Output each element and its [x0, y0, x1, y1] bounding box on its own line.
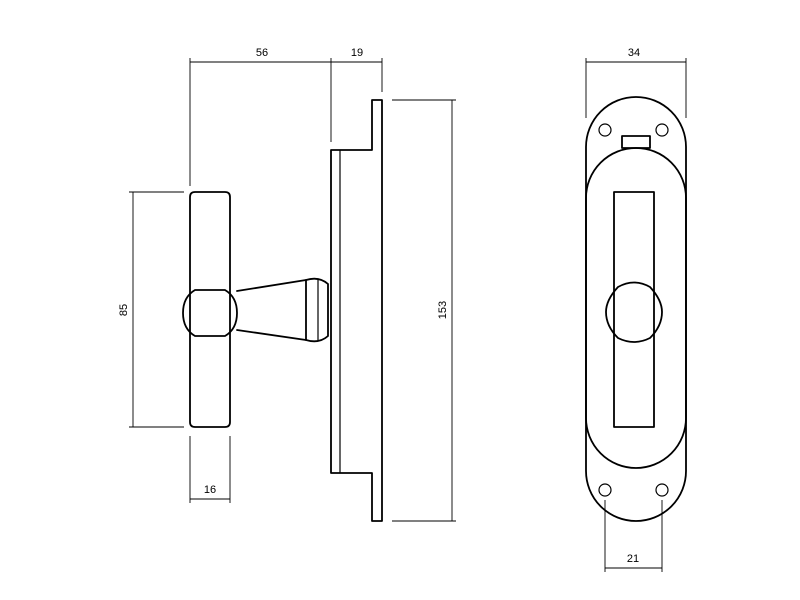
dim-label-handle-width: 16 — [204, 484, 216, 496]
handle-bar — [189, 191, 231, 428]
dim-label-plate-height: 153 — [437, 301, 449, 319]
screw-hole-top-left — [598, 123, 612, 137]
dim-label-hole-spacing: 21 — [627, 553, 639, 565]
front-view — [585, 96, 687, 522]
side-view — [182, 99, 383, 522]
screw-hole-top-right — [655, 123, 669, 137]
inner-plate — [585, 147, 687, 469]
screw-hole-bottom-left — [598, 483, 612, 497]
dimension-lines — [129, 58, 687, 572]
handle-rose — [305, 277, 329, 343]
backplate-front — [585, 96, 687, 522]
dim-label-handle-length: 85 — [118, 304, 130, 316]
backplate-side — [330, 99, 383, 522]
handle-neck — [236, 279, 307, 341]
handle-knuckle — [182, 289, 238, 337]
screw-hole-bottom-right — [655, 483, 669, 497]
dim-label-plate-offset: 19 — [351, 47, 363, 59]
dim-label-lever-reach: 56 — [256, 47, 268, 59]
top-tab — [621, 135, 651, 149]
dim-label-plate-width: 34 — [628, 47, 640, 59]
front-handle-bar — [613, 191, 655, 428]
front-handle-knuckle — [605, 281, 663, 343]
